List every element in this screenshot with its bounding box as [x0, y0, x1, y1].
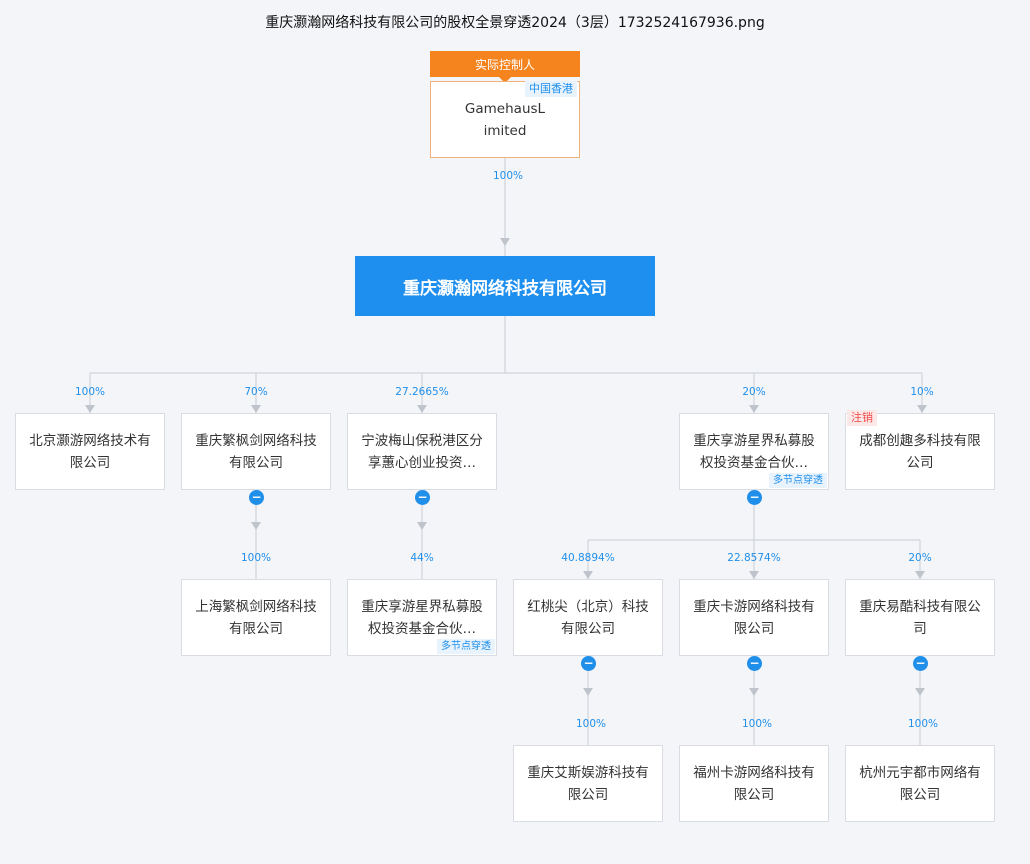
level3-pct: 100% — [741, 718, 773, 730]
collapse-minus-icon[interactable]: − — [913, 656, 928, 671]
multi-node-badge[interactable]: 多节点穿透 — [769, 473, 827, 488]
company-name: 重庆享游星界私募股权投资基金合伙… — [693, 432, 815, 471]
company-node[interactable]: 重庆享游星界私募股权投资基金合伙… 多节点穿透 — [347, 579, 497, 656]
company-name: 宁波梅山保税港区分享蕙心创业投资… — [361, 432, 483, 471]
company-node[interactable]: 重庆易酷科技有限公司 — [845, 579, 995, 656]
company-node[interactable]: 宁波梅山保税港区分享蕙心创业投资… — [347, 413, 497, 490]
level3-pct: 100% — [907, 718, 939, 730]
arrow-down-icon — [251, 522, 261, 530]
company-name: 重庆易酷科技有限公司 — [859, 598, 981, 637]
company-node[interactable]: 红桃尖（北京）科技有限公司 — [513, 579, 663, 656]
arrow-down-icon — [85, 405, 95, 413]
level1-pct: 20% — [742, 386, 766, 398]
company-node[interactable]: 北京灏游网络技术有限公司 — [15, 413, 165, 490]
arrow-down-icon — [500, 238, 510, 246]
company-node[interactable]: 重庆艾斯娱游科技有限公司 — [513, 745, 663, 822]
collapse-minus-icon[interactable]: − — [415, 490, 430, 505]
company-name: 上海繁枫剑网络科技有限公司 — [195, 598, 317, 637]
arrow-down-icon — [915, 571, 925, 579]
level1-pct: 27.2665% — [395, 386, 449, 398]
level2-pct: 100% — [240, 552, 272, 564]
company-name: 福州卡游网络科技有限公司 — [693, 764, 815, 803]
main-company-node[interactable]: 重庆灏瀚网络科技有限公司 — [355, 256, 655, 316]
controller-name-line2: imited — [483, 122, 527, 139]
level2-pct: 40.8894% — [561, 552, 615, 564]
collapse-minus-icon[interactable]: − — [249, 490, 264, 505]
arrow-down-icon — [915, 688, 925, 696]
arrow-down-icon — [417, 405, 427, 413]
level1-pct: 100% — [74, 386, 106, 398]
region-badge: 中国香港 — [525, 81, 577, 97]
company-node[interactable]: 重庆卡游网络科技有限公司 — [679, 579, 829, 656]
multi-node-badge[interactable]: 多节点穿透 — [437, 639, 495, 654]
company-name: 杭州元宇都市网络有限公司 — [859, 764, 981, 803]
diagram-title: 重庆灏瀚网络科技有限公司的股权全景穿透2024（3层）1732524167936… — [265, 15, 765, 31]
company-name: 重庆繁枫剑网络科技有限公司 — [195, 432, 317, 471]
level2-pct: 20% — [908, 552, 932, 564]
company-node[interactable]: 上海繁枫剑网络科技有限公司 — [181, 579, 331, 656]
company-name: 重庆艾斯娱游科技有限公司 — [527, 764, 649, 803]
arrow-down-icon — [749, 405, 759, 413]
arrow-down-icon — [417, 522, 427, 530]
collapse-minus-icon[interactable]: − — [747, 656, 762, 671]
company-name: 重庆卡游网络科技有限公司 — [693, 598, 815, 637]
controller-pct: 100% — [492, 170, 524, 182]
actual-controller-label: 实际控制人 — [430, 51, 580, 83]
arrow-down-icon — [749, 688, 759, 696]
arrow-down-icon — [917, 405, 927, 413]
controller-name-line1: GamehausL — [464, 100, 546, 117]
level2-pct: 44% — [410, 552, 434, 564]
cancelled-badge: 注销 — [847, 410, 877, 426]
controller-node[interactable]: 中国香港 GamehausL imited — [430, 81, 580, 158]
company-node[interactable]: 重庆享游星界私募股权投资基金合伙… 多节点穿透 — [679, 413, 829, 490]
company-node[interactable]: 杭州元宇都市网络有限公司 — [845, 745, 995, 822]
company-name: 成都创趣多科技有限公司 — [859, 432, 981, 471]
company-name: 重庆享游星界私募股权投资基金合伙… — [361, 598, 483, 637]
level3-pct: 100% — [575, 718, 607, 730]
company-node[interactable]: 注销 成都创趣多科技有限公司 — [845, 410, 995, 490]
level1-pct: 10% — [910, 386, 934, 398]
company-name: 红桃尖（北京）科技有限公司 — [527, 598, 649, 637]
level1-pct: 70% — [244, 386, 268, 398]
arrow-down-icon — [749, 571, 759, 579]
collapse-minus-icon[interactable]: − — [747, 490, 762, 505]
company-node[interactable]: 重庆繁枫剑网络科技有限公司 — [181, 413, 331, 490]
arrow-down-icon — [251, 405, 261, 413]
collapse-minus-icon[interactable]: − — [581, 656, 596, 671]
company-name: 北京灏游网络技术有限公司 — [29, 432, 151, 471]
company-node[interactable]: 福州卡游网络科技有限公司 — [679, 745, 829, 822]
arrow-down-icon — [583, 571, 593, 579]
level2-pct: 22.8574% — [727, 552, 781, 564]
arrow-down-icon — [583, 688, 593, 696]
